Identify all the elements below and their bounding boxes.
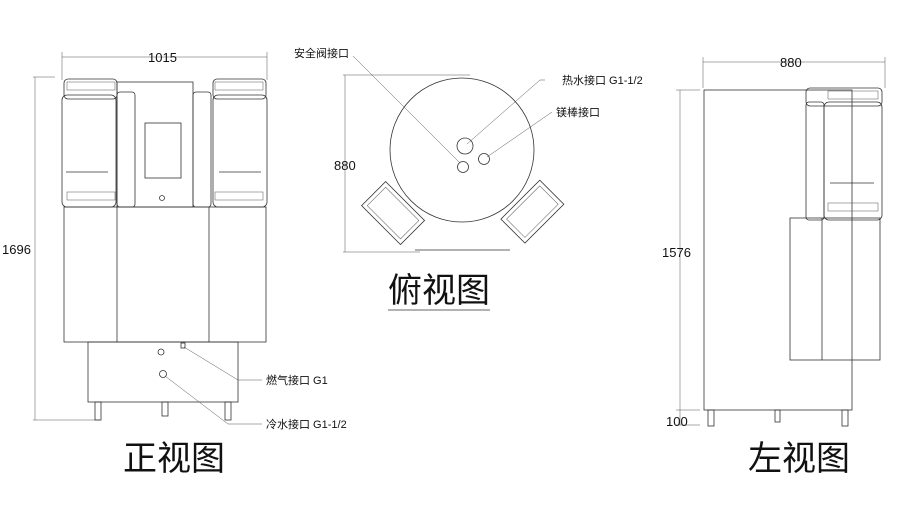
side-height-dim: 1576 xyxy=(662,245,691,260)
front-view: 1015 1696 燃气接口 G1 xyxy=(2,50,347,478)
cold-water-connection-label: 冷水接口 G1-1/2 xyxy=(266,418,347,431)
anode-rod-label: 镁棒接口 xyxy=(556,105,600,119)
safety-valve-label: 安全阀接口 xyxy=(294,46,349,60)
side-base-dim: 100 xyxy=(666,414,688,429)
hot-water-connection-label: 热水接口 G1-1/2 xyxy=(562,74,643,87)
side-width-dim: 880 xyxy=(780,55,802,70)
top-view-title: 俯视图 xyxy=(388,272,490,310)
left-view: 880 1576 100 左视图 xyxy=(662,55,886,478)
front-view-title: 正视图 xyxy=(123,440,225,478)
top-view: 880 安全阀接口 热水接口 G1-1/2 镁棒接口 俯视图 xyxy=(294,46,643,311)
front-height-dim: 1696 xyxy=(2,242,31,257)
gas-connection-label: 燃气接口 G1 xyxy=(266,373,328,387)
left-view-title: 左视图 xyxy=(748,440,850,478)
front-width-dim: 1015 xyxy=(148,50,177,65)
top-depth-dim: 880 xyxy=(334,158,356,173)
